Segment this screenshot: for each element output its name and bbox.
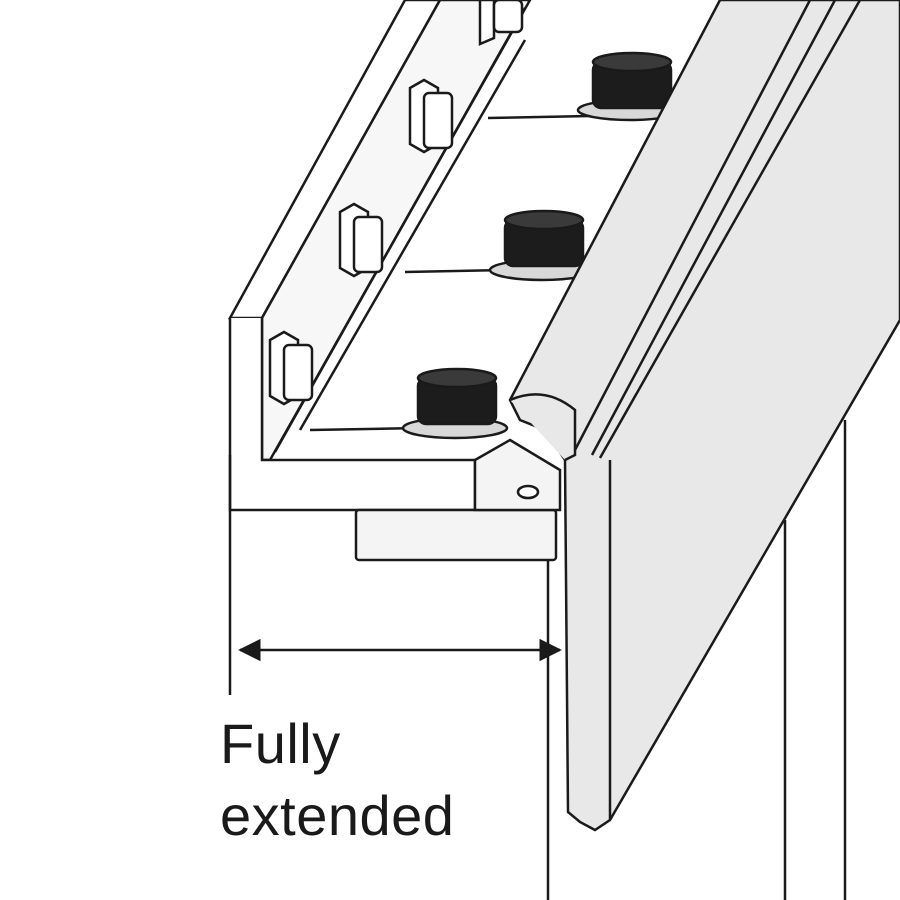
extension-caption: Fully extended bbox=[220, 708, 454, 852]
rail-bolts bbox=[268, 0, 524, 406]
caption-line-1: Fully bbox=[220, 712, 341, 775]
hex-bolt bbox=[408, 78, 454, 154]
hex-bolt bbox=[268, 330, 314, 406]
knob-screw bbox=[309, 367, 509, 440]
caption-line-2: extended bbox=[220, 784, 455, 847]
hex-bolt bbox=[338, 202, 384, 278]
dimension-indicator bbox=[228, 455, 562, 695]
knob-screw bbox=[404, 209, 596, 282]
wall-lines bbox=[546, 420, 847, 900]
knob-screws bbox=[309, 51, 684, 440]
knob-screw bbox=[487, 51, 684, 122]
mounting-rail bbox=[227, 0, 532, 512]
extension-bracket bbox=[354, 438, 562, 562]
front-panel bbox=[508, 0, 900, 832]
hex-bolt bbox=[478, 0, 524, 46]
